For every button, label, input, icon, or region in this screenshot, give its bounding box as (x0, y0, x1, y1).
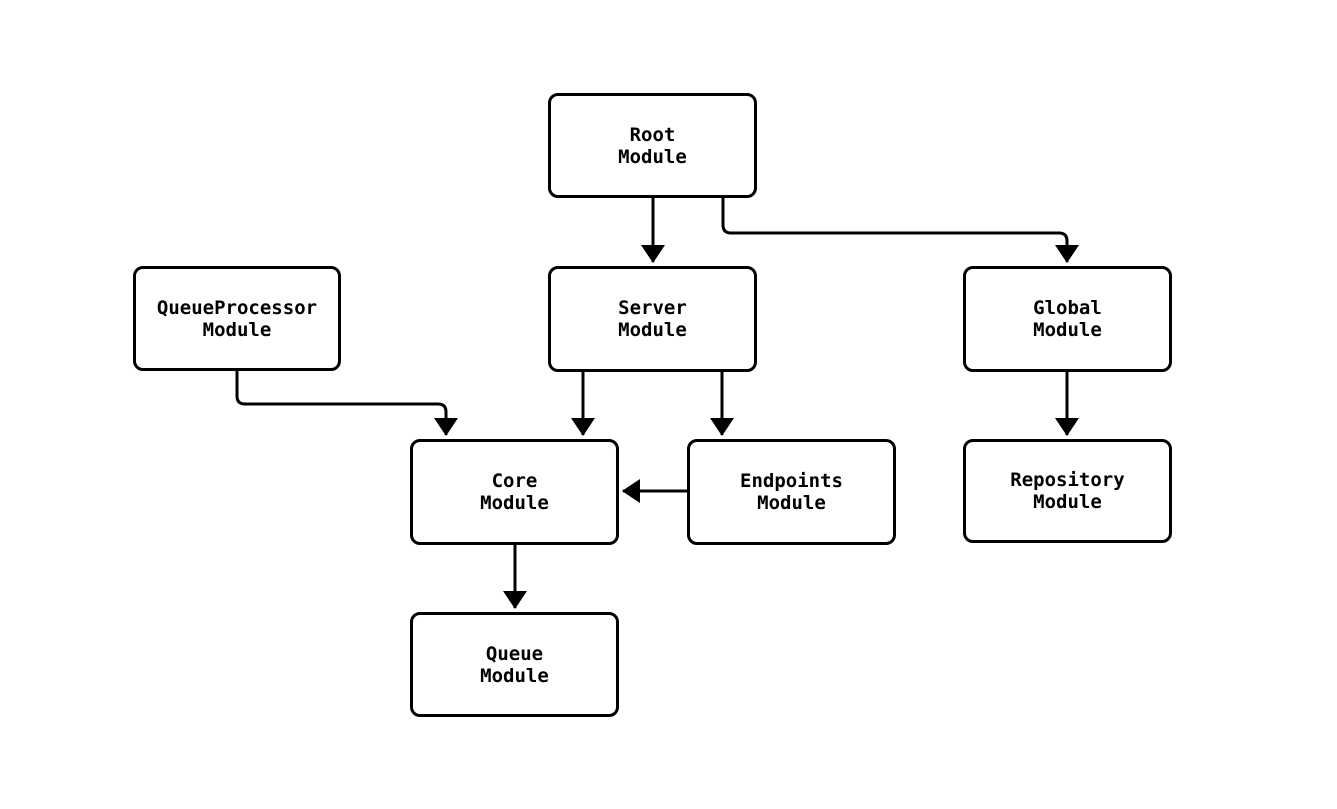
node-label-line2: Module (618, 145, 687, 168)
node-label-line2: Module (480, 492, 549, 514)
node-label-line1: Core (491, 470, 538, 492)
node-label-line1: Root (629, 123, 676, 146)
node-label-line2: Module (202, 318, 272, 341)
node-label-line2: Module (1033, 491, 1102, 513)
node-label-line1: Queue (485, 642, 544, 665)
node-label-line1: Server (618, 297, 687, 319)
node-label-line1: Repository (1010, 469, 1125, 491)
edge-root-to-global (721, 198, 1079, 263)
edge-queueprocessor-to-core (235, 371, 458, 436)
node-label-line1: Global (1033, 297, 1102, 319)
node-label-line1: QueueProcessor (156, 296, 318, 319)
node-label-line2: Module (618, 319, 687, 341)
node-label-line1: Endpoints (740, 470, 843, 492)
node-label-line2: Module (757, 492, 826, 514)
node-label-line2: Module (480, 664, 549, 687)
node-label-line2: Module (1033, 319, 1102, 341)
